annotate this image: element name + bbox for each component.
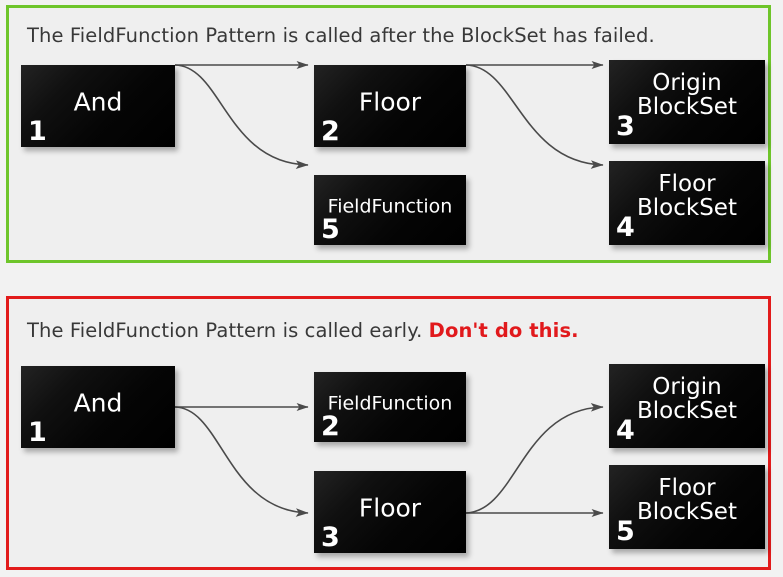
edge-and-to-fieldfunction: [174, 64, 309, 170]
node-floor-number: 2: [321, 116, 340, 147]
edge-and-to-floor: [174, 406, 309, 517]
node-floor[interactable]: Floor 3: [314, 471, 466, 553]
node-floor-label: Floor: [358, 493, 422, 523]
node-and-number: 1: [28, 116, 47, 147]
node-origin-blockset-label: Origin BlockSet: [637, 374, 737, 425]
node-floor-number: 3: [321, 522, 340, 553]
node-fieldfunction-number: 5: [321, 214, 340, 245]
panel-good-heading: The FieldFunction Pattern is called afte…: [27, 24, 655, 47]
node-floor[interactable]: Floor 2: [314, 65, 466, 147]
panel-bad-heading-text: The FieldFunction Pattern is called earl…: [27, 319, 429, 342]
node-origin-blockset-number: 3: [616, 111, 635, 142]
node-floor-blockset-number: 5: [616, 516, 635, 547]
panel-good-heading-text: The FieldFunction Pattern is called afte…: [27, 24, 655, 47]
panel-bad-heading-warning: Don't do this.: [428, 319, 579, 342]
panel-good-pattern: The FieldFunction Pattern is called afte…: [6, 5, 771, 263]
node-and-label: And: [73, 87, 123, 117]
node-fieldfunction[interactable]: FieldFunction 2: [314, 372, 466, 442]
node-and-number: 1: [28, 417, 47, 448]
node-and-label: And: [73, 388, 123, 418]
edge-floor-to-floor-blockset: [465, 64, 604, 169]
node-floor-label: Floor: [358, 87, 422, 117]
node-fieldfunction-number: 2: [321, 411, 340, 442]
panel-bad-heading: The FieldFunction Pattern is called earl…: [27, 319, 579, 342]
node-floor-blockset-number: 4: [616, 212, 635, 243]
node-fieldfunction-label: FieldFunction: [327, 195, 453, 218]
node-origin-blockset[interactable]: Origin BlockSet 3: [609, 60, 765, 144]
node-floor-blockset[interactable]: Floor BlockSet 5: [609, 465, 765, 549]
node-and[interactable]: And 1: [21, 366, 175, 448]
node-origin-blockset-label: Origin BlockSet: [637, 70, 737, 121]
node-fieldfunction-label: FieldFunction: [327, 392, 453, 415]
node-floor-blockset[interactable]: Floor BlockSet 4: [609, 161, 765, 245]
node-floor-blockset-label: Floor BlockSet: [637, 171, 737, 222]
panel-bad-pattern: The FieldFunction Pattern is called earl…: [6, 296, 771, 570]
node-and[interactable]: And 1: [21, 65, 175, 147]
node-fieldfunction[interactable]: FieldFunction 5: [314, 175, 466, 245]
node-origin-blockset-number: 4: [616, 415, 635, 446]
node-origin-blockset[interactable]: Origin BlockSet 4: [609, 364, 765, 448]
edge-floor-to-origin-blockset: [465, 402, 604, 514]
node-floor-blockset-label: Floor BlockSet: [637, 475, 737, 526]
